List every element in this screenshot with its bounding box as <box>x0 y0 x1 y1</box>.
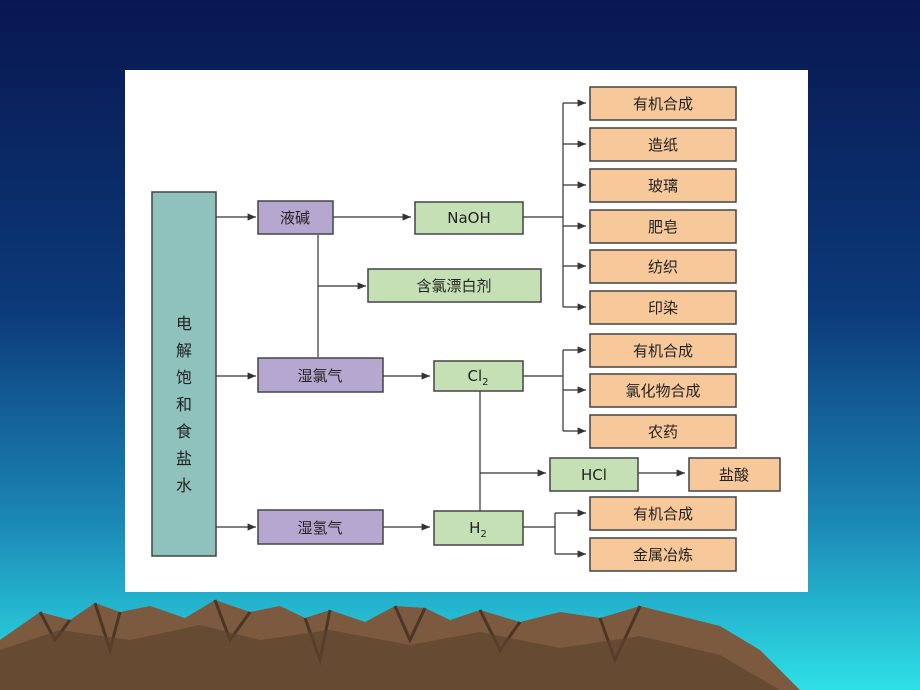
hydrochloric-acid-box: 盐酸 <box>688 457 781 492</box>
wet-hydrogen-label: 湿氢气 <box>297 519 342 537</box>
h2-use-label: 金属冶炼 <box>633 546 693 564</box>
liquid-caustic-box: 液碱 <box>257 200 334 235</box>
cl2-use-box: 有机合成 <box>589 333 737 368</box>
h2-label: H2 <box>469 519 487 540</box>
source-label-char: 电 <box>176 314 192 333</box>
cl2-use-box: 氯化物合成 <box>589 373 737 408</box>
h2-box: H2 <box>433 510 524 546</box>
naoh-use-label: 有机合成 <box>633 95 693 113</box>
naoh-use-box: 印染 <box>589 290 737 325</box>
liquid-caustic-label: 液碱 <box>280 209 310 227</box>
naoh-use-box: 造纸 <box>589 127 737 162</box>
connectors <box>216 99 685 558</box>
cl2-label: Cl2 <box>467 367 488 388</box>
naoh-use-box: 有机合成 <box>589 86 737 121</box>
hcl-label: HCl <box>581 466 607 484</box>
naoh-box: NaOH <box>414 201 524 235</box>
h2-base: H <box>469 519 480 537</box>
h2-use-box: 金属冶炼 <box>589 537 737 572</box>
cl2-subscript: 2 <box>482 377 488 388</box>
naoh-use-label: 玻璃 <box>648 177 678 195</box>
bleach-label: 含氯漂白剂 <box>416 277 491 295</box>
source-label-char: 食 <box>176 422 192 441</box>
source-label-char: 水 <box>176 476 192 495</box>
cl2-use-box: 农药 <box>589 414 737 449</box>
cl2-use-label: 氯化物合成 <box>625 382 700 400</box>
source-label-char: 盐 <box>176 449 192 468</box>
mountain-range <box>0 599 800 690</box>
h2-use-box: 有机合成 <box>589 496 737 531</box>
cl2-use-label: 农药 <box>648 423 678 441</box>
naoh-use-label: 肥皂 <box>648 218 678 236</box>
h2-subscript: 2 <box>480 529 486 540</box>
source-label-char: 和 <box>176 395 192 414</box>
naoh-use-box: 玻璃 <box>589 168 737 203</box>
wet-hydrogen-box: 湿氢气 <box>257 509 384 545</box>
cl2-box: Cl2 <box>433 360 524 392</box>
hydrochloric-acid-label: 盐酸 <box>719 466 749 484</box>
diagram-panel: 电解饱和食盐水 液碱 NaOH 含氯漂白剂 湿氯气 Cl2 HCl <box>125 70 808 592</box>
naoh-use-box: 纺织 <box>589 249 737 284</box>
naoh-use-label: 纺织 <box>648 258 678 276</box>
hcl-box: HCl <box>549 457 639 492</box>
wet-chlorine-box: 湿氯气 <box>257 357 384 393</box>
naoh-label: NaOH <box>447 209 491 227</box>
cl2-base: Cl <box>467 367 482 385</box>
naoh-use-label: 造纸 <box>648 136 678 154</box>
naoh-use-box: 肥皂 <box>589 209 737 244</box>
wet-chlorine-label: 湿氯气 <box>297 367 342 385</box>
cl2-use-label: 有机合成 <box>633 342 693 360</box>
naoh-use-label: 印染 <box>648 299 678 317</box>
source-label-char: 解 <box>176 341 192 360</box>
bleach-box: 含氯漂白剂 <box>367 268 542 303</box>
source-label-char: 饱 <box>176 368 192 387</box>
h2-use-label: 有机合成 <box>633 505 693 523</box>
